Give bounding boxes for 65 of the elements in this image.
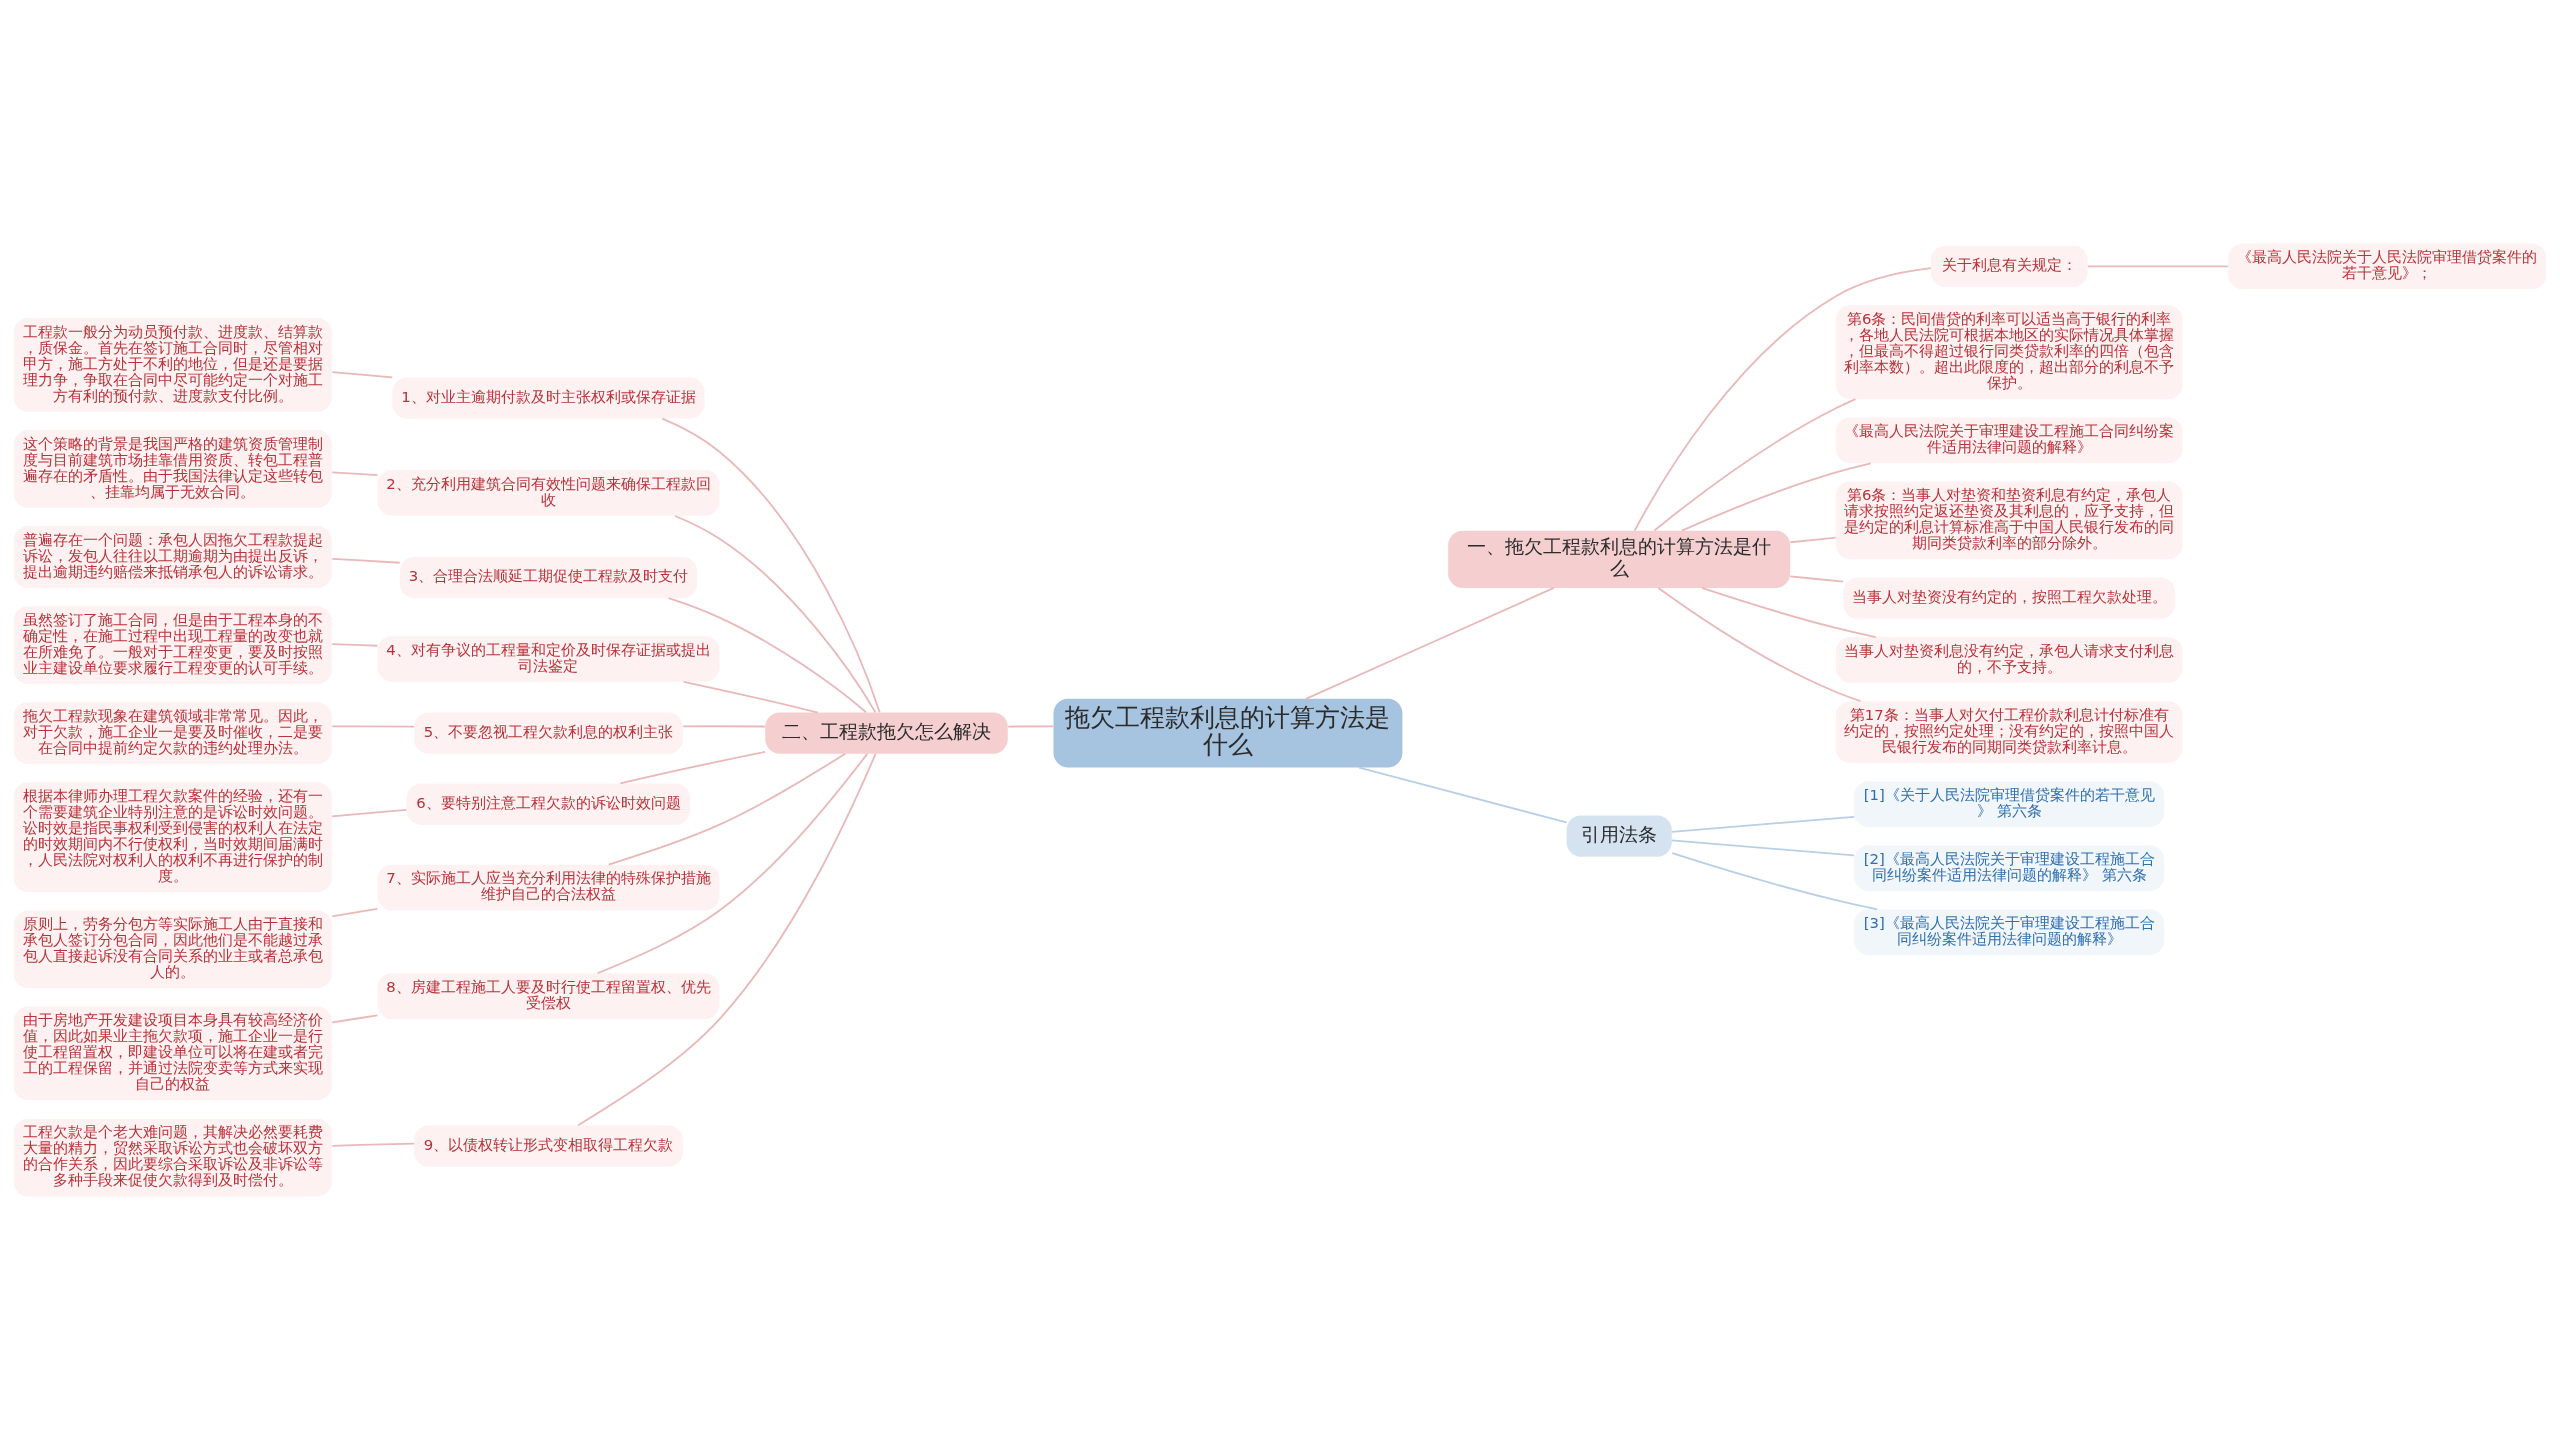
connector <box>607 752 847 865</box>
connector <box>331 557 401 564</box>
connector <box>1789 536 1837 543</box>
connector <box>1657 586 1862 702</box>
node-box: 根据本律师办理工程欠款案件的经验，还有一个需要建筑企业特别注意的是诉讼时效问题。讼时效是指民事权利受到侵害的权利人在法定的时效期间内不行使权利，当时效期间届满时，人民法院对权利人的权利不再进行保护的制度。 <box>13 781 332 892</box>
node-box: 拖欠工程款现象在建筑领域非常常见。因此，对于欠款，施工企业一是要及时催收，二是要在合同中提前约定欠款的违约处理办法。 <box>13 701 332 764</box>
connector <box>1670 815 1855 833</box>
connector <box>1653 397 1857 531</box>
node-box: 7、实际施工人应当充分利用法律的特殊保护措施维护自己的合法权益 <box>377 864 720 910</box>
node-box: 9、以债权转让形式变相取得工程欠款 <box>414 1125 683 1167</box>
node-box: 6、要特别注意工程欠款的诉讼时效问题 <box>406 783 691 825</box>
connector <box>1680 461 1872 532</box>
node-box: 工程款一般分为动员预付款、进度款、结算款，质保金。首先在签订施工合同时，尽管相对甲方，施工方处于不利的地位，但是还是要据理力争，争取在合同中尽可能约定一个对施工方有利的预付款、进度款支付比例。 <box>13 317 332 412</box>
node-box: 第6条：民间借贷的利率可以适当高于银行的利率，各地人民法院可根据本地区的实际情况具体掌握，但最高不得超过银行同类贷款利率的四倍（包含利率本数）。超出此限度的，超出部分的利息不予保护。 <box>1835 304 2183 399</box>
node-box: 拖欠工程款利息的计算方法是什么 <box>1053 698 1403 767</box>
node-box: 当事人对垫资没有约定的，按照工程欠款处理。 <box>1843 577 2176 619</box>
connector <box>331 642 379 647</box>
connector <box>1007 724 1055 727</box>
node-box: 第6条：当事人对垫资和垫资利息有约定，承包人请求按照约定返还垫资及其利息的，应予支持，但是约定的利息计算标准高于中国人民银行发布的同期同类贷款利率的部分除外。 <box>1835 481 2183 559</box>
connector <box>1671 851 1879 910</box>
connector <box>331 1142 415 1147</box>
node-box: 引用法条 <box>1566 815 1672 857</box>
connector <box>682 724 767 727</box>
node-box: 这个策略的背景是我国严格的建筑资质管理制度与目前建筑市场挂靠借用资质、转包工程普遍存在的矛盾性。由于我国法律认定这些转包、挂靠均属于无效合同。 <box>13 429 332 508</box>
node-box: 《最高人民法院关于审理建设工程施工合同纠纷案件适用法律问题的解释》 <box>1835 416 2183 463</box>
connector <box>596 752 869 974</box>
connector <box>1701 586 1877 638</box>
connector <box>667 596 867 713</box>
node-box: 普遍存在一个问题：承包人因拖欠工程款提起诉讼，发包人往往以工期逾期为由提出反诉，提出逾期违约赔偿来抵销承包人的诉讼请求。 <box>13 525 332 588</box>
node-box: 当事人对垫资利息没有约定，承包人请求支付利息的，不予支持。 <box>1835 636 2183 683</box>
connector <box>2086 265 2230 267</box>
node-box: 3、合理合法顺延工期促使工程款及时支付 <box>399 556 698 598</box>
connector <box>619 750 766 784</box>
node-box: 工程欠款是个老大难问题，其解决必然要耗费大量的精力，贸然采取诉讼方式也会破坏双方的合作关系，因此要综合采取诉讼及非诉讼等多种手段来促使欠款得到及时偿付。 <box>13 1118 332 1196</box>
connector <box>1670 838 1855 856</box>
connector <box>331 724 415 727</box>
node-box: 2、充分利用建筑合同有效性问题来确保工程款回收 <box>377 469 720 516</box>
connector <box>1358 766 1568 823</box>
node-box: 《最高人民法院关于人民法院审理借贷案件的若干意见》； <box>2228 243 2547 289</box>
connector <box>682 680 819 713</box>
connector <box>331 1014 379 1023</box>
node-box: 二、工程款拖欠怎么解决 <box>765 712 1008 754</box>
connector <box>674 514 877 713</box>
node-box: 一、拖欠工程款利息的计算方法是什么 <box>1448 530 1791 588</box>
node-box: 原则上，劳务分包方等实际施工人由于直接和承包人签订分包合同，因此他们是不能越过承包人直接起诉没有合同关系的业主或者总承包人的。 <box>13 909 332 988</box>
node-box: 第17条：当事人对欠付工程价款利息计付标准有约定的，按照约定处理；没有约定的，按照中国人民银行发布的同期同类贷款利率计息。 <box>1835 700 2183 763</box>
node-box: [2]《最高人民法院关于审理建设工程施工合同纠纷案件适用法律问题的解释》 第六条 <box>1854 844 2165 891</box>
node-box: 8、房建工程施工人要及时行使工程留置权、优先受偿权 <box>377 972 720 1019</box>
node-box: 1、对业主逾期付款及时主张权利或保存证据 <box>392 376 705 419</box>
node-box: [3]《最高人民法院关于审理建设工程施工合同纠纷案件适用法律问题的解释》 <box>1854 908 2165 955</box>
connector <box>331 470 379 476</box>
connector <box>1305 586 1555 700</box>
connector <box>1789 574 1844 583</box>
connector <box>331 907 379 917</box>
node-box: 4、对有争议的工程量和定价及时保存证据或提出司法鉴定 <box>377 635 720 682</box>
connector <box>577 752 877 1126</box>
connector <box>661 417 881 713</box>
node-box: 关于利息有关规定： <box>1930 245 2088 287</box>
connector <box>1633 266 1932 532</box>
node-box: [1]《关于人民法院审理借贷案件的若干意见》 第六条 <box>1854 780 2165 827</box>
node-box: 虽然签订了施工合同，但是由于工程本身的不确定性，在施工过程中出现工程量的改变也就在所难免了。一般对于工程变更，要及时按照业主建设单位要求履行工程变更的认可手续。 <box>13 605 332 684</box>
node-box: 由于房地产开发建设项目本身具有较高经济价值，因此如果业主拖欠款项，施工企业一是行使工程留置权，即建设单位可以将在建或者完工的工程保留，并通过法院变卖等方式来实现自己的权益 <box>13 1006 332 1100</box>
connector <box>331 808 408 817</box>
node-box: 5、不要忽视工程欠款利息的权利主张 <box>414 712 683 754</box>
connector <box>331 370 394 378</box>
